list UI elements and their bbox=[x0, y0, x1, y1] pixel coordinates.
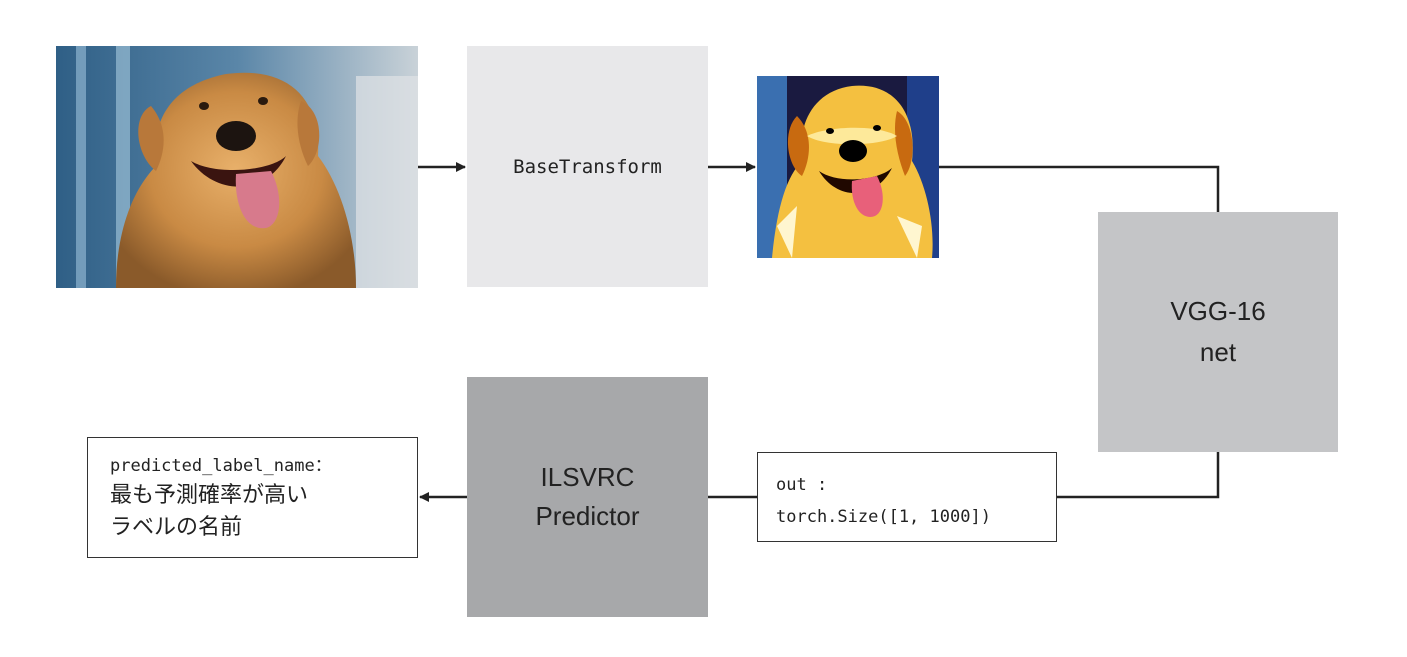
result-description-line2: ラベルの名前 bbox=[110, 515, 243, 540]
vgg-label-line1: VGG-16 bbox=[1170, 296, 1266, 326]
out-label: out : bbox=[776, 475, 828, 495]
input-dog-image bbox=[56, 46, 418, 288]
predicted-label-box: predicted_label_name： 最も予測確率が高い ラベルの名前 bbox=[87, 437, 418, 558]
result-variable-name: predicted_label_name： bbox=[110, 456, 332, 476]
vgg-label-line2: net bbox=[1199, 337, 1237, 367]
predictor-label-line2: Predictor bbox=[535, 501, 640, 531]
base-transform-block: BaseTransform bbox=[467, 46, 708, 287]
ilsvrc-predictor-block: ILSVRC Predictor bbox=[467, 377, 708, 617]
vgg16-net-block: VGG-16 net bbox=[1098, 212, 1338, 452]
base-transform-label: BaseTransform bbox=[513, 155, 662, 178]
result-description-line1: 最も予測確率が高い bbox=[110, 483, 309, 508]
line-vgg-to-out bbox=[1057, 452, 1220, 499]
out-shape: torch.Size([1, 1000]) bbox=[776, 507, 991, 527]
predictor-label-line1: ILSVRC bbox=[540, 462, 635, 492]
output-tensor-box: out : torch.Size([1, 1000]) bbox=[757, 452, 1057, 542]
transformed-dog-image bbox=[757, 76, 939, 258]
line-image-to-vgg bbox=[939, 165, 1220, 212]
